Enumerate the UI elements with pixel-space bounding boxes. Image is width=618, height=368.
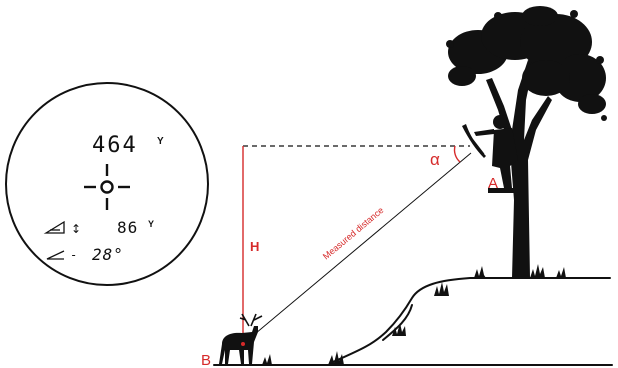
measured-distance-line bbox=[242, 152, 472, 345]
label-angle: α bbox=[430, 150, 440, 169]
point-b-marker bbox=[241, 342, 245, 346]
distance-readout: 464 bbox=[92, 133, 138, 158]
terrain bbox=[213, 277, 613, 366]
grass-tufts bbox=[262, 264, 566, 365]
angle-sign: - bbox=[70, 248, 77, 262]
tree-icon bbox=[446, 6, 607, 278]
height-readout: 86 bbox=[117, 218, 138, 237]
viewfinder-ring bbox=[5, 82, 209, 286]
hunter-icon bbox=[462, 115, 518, 193]
crosshair-icon bbox=[84, 164, 130, 210]
label-height: H bbox=[250, 239, 259, 254]
distance-unit: Y bbox=[157, 136, 164, 147]
angle-arc bbox=[453, 145, 461, 163]
angle-icon bbox=[46, 250, 65, 260]
deer-icon bbox=[219, 313, 263, 364]
viewfinder: 464 Y ↕ 86 Y - 28° bbox=[5, 82, 209, 286]
height-unit: Y bbox=[148, 219, 154, 229]
angle-readout: 28° bbox=[92, 245, 124, 264]
label-point-a: A bbox=[488, 175, 498, 192]
height-icon bbox=[43, 220, 65, 234]
height-arrow-icon: ↕ bbox=[71, 222, 81, 236]
label-point-b: B bbox=[201, 352, 211, 368]
